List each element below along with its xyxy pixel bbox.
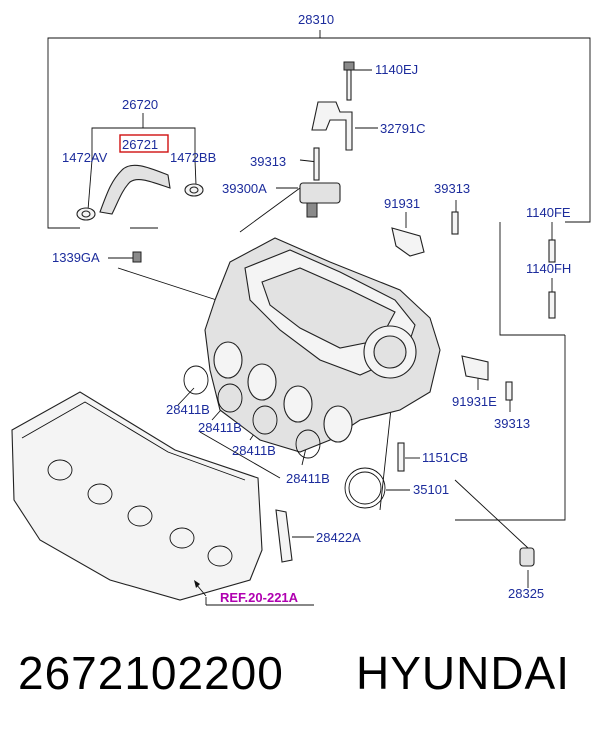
gaskets-28411b xyxy=(183,365,321,459)
hose-26721 xyxy=(99,164,171,215)
clamp-1472av xyxy=(76,207,96,221)
bolt-1140fh xyxy=(548,291,556,319)
label-39300a: 39300A xyxy=(222,181,267,196)
label-28411b-c: 28411B xyxy=(232,443,276,458)
bolt-1140fe xyxy=(548,239,556,263)
intake-manifold xyxy=(204,237,441,453)
stud-1339ga xyxy=(132,251,142,263)
label-26721: 26721 xyxy=(122,137,158,152)
bolt-39313-lower xyxy=(505,381,513,401)
brand-name: HYUNDAI xyxy=(356,647,571,699)
label-26720: 26720 xyxy=(122,97,158,112)
sensor-39300a xyxy=(299,147,341,218)
bracket-32791c xyxy=(311,101,353,151)
label-28411b-a: 28411B xyxy=(166,402,210,417)
label-32791c: 32791C xyxy=(380,121,426,136)
assembly-frame xyxy=(47,30,321,229)
part-number: 2672102200 xyxy=(18,647,284,699)
label-28411b-b: 28411B xyxy=(198,420,242,435)
hose-group-bracket xyxy=(91,127,196,160)
label-39313-c: 39313 xyxy=(494,416,530,431)
bracket-91931e xyxy=(461,355,489,381)
bracket-91931 xyxy=(391,227,425,257)
cylinder-head xyxy=(11,391,263,601)
highlight-box-26721 xyxy=(119,134,169,153)
label-1472av: 1472AV xyxy=(62,150,108,165)
label-28310: 28310 xyxy=(298,12,334,27)
assembly-frame-right xyxy=(320,37,591,223)
label-1472bb: 1472BB xyxy=(170,150,216,165)
label-1140ej: 1140EJ xyxy=(375,62,418,77)
label-1140fh: 1140FH xyxy=(526,261,571,276)
label-39313-a: 39313 xyxy=(250,154,286,169)
gasket-35101 xyxy=(344,467,386,509)
label-1339ga: 1339GA xyxy=(52,250,100,265)
label-91931e: 91931E xyxy=(452,394,497,409)
stud-1151cb xyxy=(397,442,405,472)
assembly-frame-lower-right xyxy=(499,222,565,336)
bracket-28422a xyxy=(275,509,293,563)
label-91931: 91931 xyxy=(384,196,420,211)
label-35101: 35101 xyxy=(413,482,449,497)
bolt-39313-upper xyxy=(451,211,459,235)
bolt-1140ej xyxy=(343,61,355,101)
label-1151cb: 1151CB xyxy=(422,450,468,465)
label-ref: REF.20-221A xyxy=(220,590,299,605)
label-39313-b: 39313 xyxy=(434,181,470,196)
label-28422a: 28422A xyxy=(316,530,361,545)
clamp-1472bb xyxy=(184,183,204,197)
label-28411b-d: 28411B xyxy=(286,471,330,486)
assembly-frame-bottom xyxy=(455,335,566,521)
cap-28325 xyxy=(519,547,535,567)
label-1140fe: 1140FE xyxy=(526,205,571,220)
label-28325: 28325 xyxy=(508,586,544,601)
